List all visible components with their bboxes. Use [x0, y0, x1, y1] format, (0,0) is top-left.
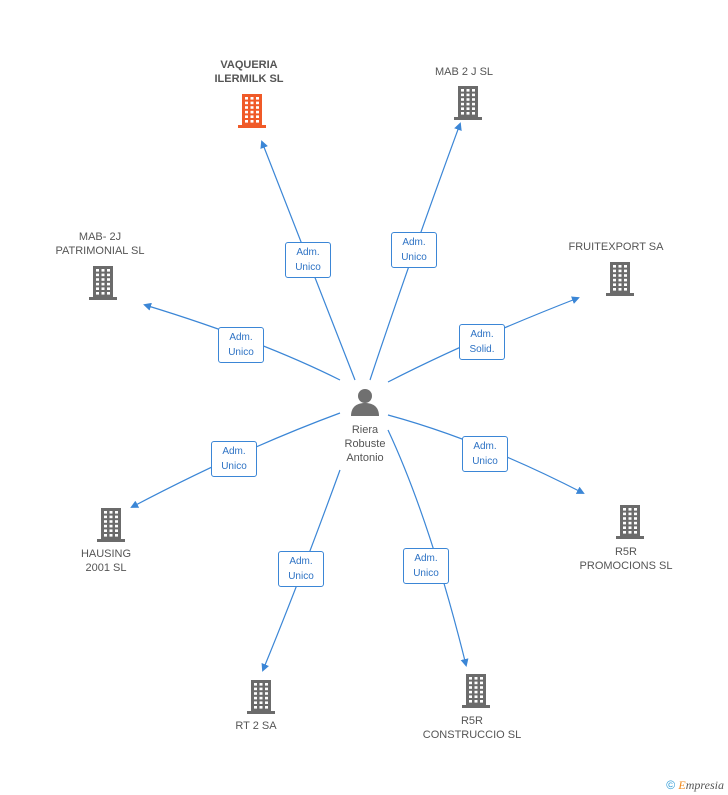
- company-name-r5rpromo[interactable]: R5R PROMOCIONS SL: [579, 546, 673, 572]
- company-name-r5rconst[interactable]: R5R CONSTRUCCIO SL: [422, 715, 522, 741]
- company-name-vaqueria[interactable]: VAQUERIA ILERMILK SL: [214, 59, 284, 85]
- relation-label-hausing: Adm. Unico: [211, 441, 257, 477]
- building-icon[interactable]: [460, 674, 492, 713]
- relation-label-r5rconst: Adm. Unico: [403, 548, 449, 584]
- building-icon[interactable]: [245, 680, 277, 719]
- edge-r5rconst: [387, 429, 469, 667]
- copyright-icon: ©: [666, 778, 676, 792]
- company-name-rt2[interactable]: RT 2 SA: [235, 720, 277, 732]
- relation-label-vaqueria: Adm. Unico: [285, 242, 331, 278]
- relation-label-rt2: Adm. Unico: [278, 551, 324, 587]
- building-icon[interactable]: [236, 94, 268, 133]
- building-icon[interactable]: [87, 266, 119, 305]
- person-icon[interactable]: [350, 388, 380, 421]
- company-name-hausing[interactable]: HAUSING 2001 SL: [80, 548, 132, 574]
- company-name-mab2jpat[interactable]: MAB- 2J PATRIMONIAL SL: [55, 231, 145, 257]
- company-name-fruitexport[interactable]: FRUITEXPORT SA: [568, 241, 664, 253]
- relation-label-fruitexport: Adm. Solid.: [459, 324, 505, 360]
- building-icon[interactable]: [452, 86, 484, 125]
- company-name-mab2j[interactable]: MAB 2 J SL: [434, 66, 494, 78]
- relation-label-mab2j: Adm. Unico: [391, 232, 437, 268]
- center-person-name[interactable]: Riera Robuste Antonio: [344, 424, 386, 464]
- footer-brand: © Empresia: [666, 778, 724, 793]
- relation-label-mab2jpat: Adm. Unico: [218, 327, 264, 363]
- brand-logo: Empresia: [678, 778, 724, 792]
- building-icon[interactable]: [95, 508, 127, 547]
- relation-label-r5rpromo: Adm. Unico: [462, 436, 508, 472]
- building-icon[interactable]: [614, 505, 646, 544]
- building-icon[interactable]: [604, 262, 636, 301]
